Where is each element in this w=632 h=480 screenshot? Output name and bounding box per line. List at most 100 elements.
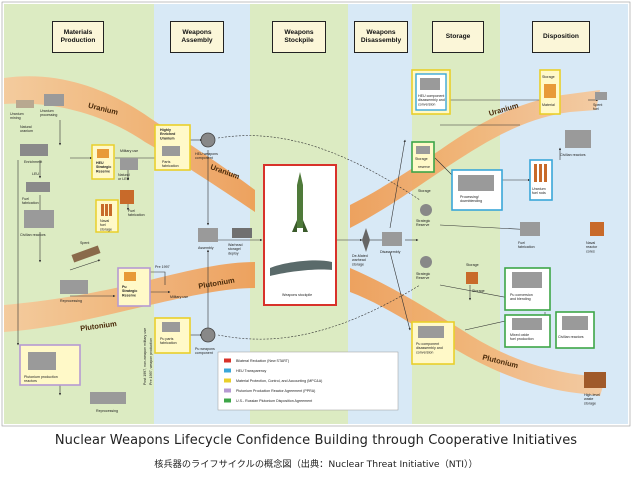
reprocessing-bottom-icon <box>90 392 126 404</box>
legend-swatch <box>224 398 231 403</box>
reserve-label: reserve <box>418 165 430 169</box>
pre-1997-label: Pre 1997 <box>155 265 170 269</box>
storage-top-label: Storage <box>415 157 428 161</box>
main-title: Nuclear Weapons Lifecycle Confidence Bui… <box>54 433 578 448</box>
assembly-icon <box>198 228 218 242</box>
connectors <box>16 98 599 396</box>
legend-box <box>217 351 399 411</box>
civilian-reactors-right-icon <box>565 130 591 148</box>
missile-icon <box>297 172 303 228</box>
legend: Bilateral Reduction (New START) HEU Trans… <box>217 351 399 411</box>
weapons-stockpile-nodes: Weapons stockpile <box>263 164 337 306</box>
civilian-reactors-bottom-label: Civilian reactors <box>558 335 584 339</box>
spent-cask-icon <box>71 245 101 263</box>
uranium-processing-icon <box>44 94 64 106</box>
storage-low-icon <box>420 256 432 268</box>
pre-1997-rotated-label: Pre 1997, weapon production <box>149 338 153 385</box>
waste-storage-icon <box>584 372 606 388</box>
fuel-fab-mid-icon <box>120 158 138 170</box>
pu-component-icon <box>200 327 216 343</box>
legend-swatch <box>224 388 231 393</box>
legend-entry: Bilateral Reduction (New START) <box>236 359 289 363</box>
post-1997-rotated-label: Post 1997, non-weapon military use <box>143 328 147 385</box>
diagram-svg: Uranium Uranium Uranium Plutonium Pluton… <box>1 1 631 427</box>
civilian-reactors-left-label: Civilian reactors <box>20 233 46 237</box>
material-label: Material <box>542 103 555 107</box>
legend-swatch <box>224 378 231 383</box>
stage-storage: Storage <box>432 21 484 53</box>
legend-entry: HEU Transparency <box>236 369 267 373</box>
fuel-fab-left-icon <box>26 182 50 192</box>
lifecycle-diagram: Uranium Uranium Uranium Plutonium Pluton… <box>1 1 631 427</box>
stage-materials-production: Materials Production <box>52 21 104 53</box>
uranium-flow-left <box>4 76 255 212</box>
uranium-mining-icon <box>16 100 34 108</box>
storage-pu-label: Storage <box>472 289 485 293</box>
disassembly-icon <box>382 232 402 246</box>
legend-entry: Plutonium Production Reactor Agreement (… <box>236 389 315 393</box>
naval-cores-icon <box>590 222 604 236</box>
reprocessing-left-label: Reprocessing <box>60 299 82 303</box>
downblending-label: Processing/downblending <box>460 195 482 203</box>
plutonium-flow-right <box>350 268 606 396</box>
storage-mid-label: Storage <box>418 189 431 193</box>
enrichment-icon <box>20 144 48 156</box>
storage-mid-icon <box>420 204 432 216</box>
legend-swatch <box>224 358 231 363</box>
military-use-bottom-label: Military use <box>170 295 188 299</box>
zone-disposition <box>500 4 628 424</box>
spent-fuel-icon <box>595 92 607 100</box>
warhead-storage-icon <box>232 228 252 238</box>
legend-swatch <box>224 368 231 373</box>
stage-weapons-assembly: Weapons Assembly <box>170 21 224 53</box>
military-use-top-label: Military use <box>120 149 138 153</box>
stage-weapons-stockpile: Weapons Stockpile <box>272 21 326 53</box>
civilian-reactors-left-icon <box>24 210 54 228</box>
stage-disposition: Disposition <box>532 21 590 53</box>
disassembly-label: Disassembly <box>380 250 401 254</box>
caption: 核兵器のライフサイクルの概念図（出典：Nuclear Threat Initia… <box>154 459 478 470</box>
storage-disp-label: Storage <box>542 75 555 79</box>
pu-strategic-reserve-frame <box>117 267 151 307</box>
civilian-reactors-right-label: Civilian reactors <box>560 153 586 157</box>
fuel-rods-mid-icon <box>120 190 134 204</box>
legend-entry: Material Protection, Control, and Accoun… <box>236 379 322 383</box>
weapons-stockpile-label: Weapons stockpile <box>282 293 312 297</box>
stage-weapons-disassembly: Weapons Disassembly <box>354 21 408 53</box>
uranium-flow-right <box>350 90 600 228</box>
enrichment-label: Enrichment <box>24 160 42 164</box>
dashed-connectors <box>217 135 421 340</box>
leu-label: LEU <box>32 172 39 176</box>
legend-entry: U.S.- Russian Plutonium Disposition Agre… <box>236 399 312 403</box>
